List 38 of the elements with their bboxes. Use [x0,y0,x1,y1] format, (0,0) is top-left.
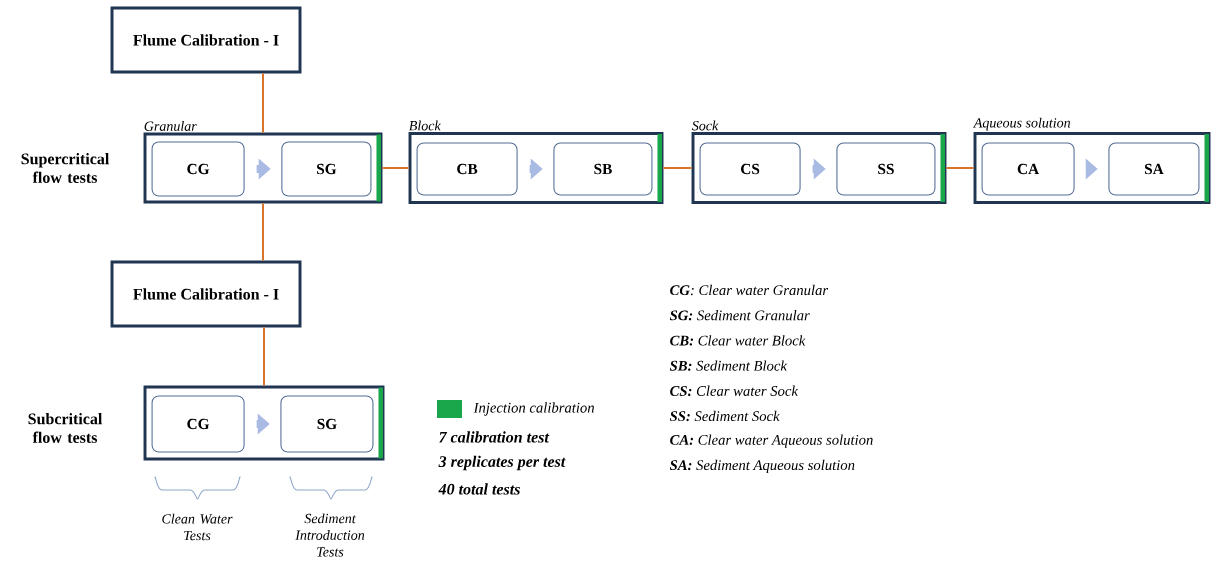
test-box: CB [416,142,518,196]
calibration-box: Flume Calibration - I [110,260,302,328]
summary-note: 7 calibration test [439,431,550,443]
bracket-label: Sediment Introduction Tests [295,513,365,557]
summary-note: 40 total tests [438,483,520,495]
test-box: CG [151,395,245,453]
summary-note: 3 replicates per test [438,455,566,471]
connector-line [262,72,264,134]
test-box: SA [1108,142,1200,196]
connector-line [262,202,264,262]
test-box: SG [281,141,372,197]
abbreviation-key: CS: Clear water Sock [670,385,799,396]
bracket-label: Clean Water Tests [162,513,233,541]
node-label: Granular [144,121,197,131]
abbreviation-key: CB: Clear water Block [670,335,806,346]
abbreviation-key: CA: Clear water Aqueous solution [670,434,873,448]
test-box: CA [981,142,1075,196]
test-box: CG [151,141,245,197]
connector-line [945,167,975,169]
connector-line [662,167,693,169]
connector-line [263,326,265,387]
node-label: Block [408,120,441,131]
legend-label: Injection calibration [473,402,594,416]
test-box: SG [280,395,374,453]
abbreviation-key: SB: Sediment Block [669,360,788,371]
node-label: Sock [691,120,719,131]
abbreviation-key: SS: Sediment Sock [669,410,780,422]
abbreviation-key: SA: Sediment Aqueous solution [669,459,855,474]
test-box: SB [553,142,653,196]
row-label: Subcritical flow tests [28,413,103,443]
abbreviation-key: CG: Clear water Granular [670,284,829,296]
abbreviation-key: SG: Sediment Granular [669,310,810,321]
row-label: Supercritical flow tests [21,153,110,183]
calibration-box: Flume Calibration - I [110,6,302,74]
test-box: SS [836,142,936,196]
connector-line [381,167,410,169]
node-label: Aqueous solution [973,117,1071,131]
test-box: CS [699,142,801,196]
